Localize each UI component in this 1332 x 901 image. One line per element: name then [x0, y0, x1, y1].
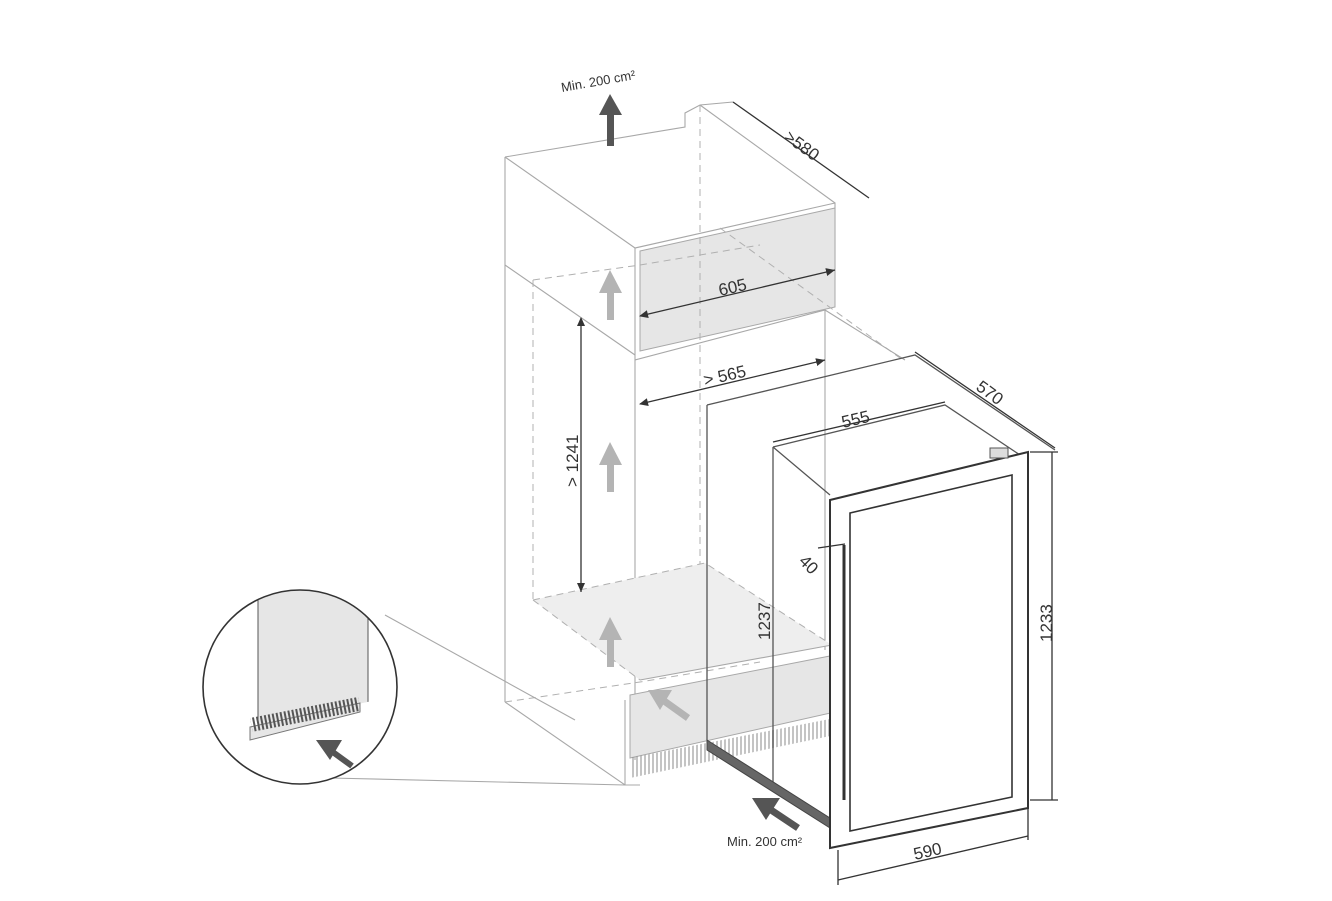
intake-arrow-plinth	[648, 690, 691, 721]
depth-niche-label: >580	[781, 127, 823, 165]
height-niche-label: > 1241	[563, 435, 582, 487]
zoom-grill	[250, 697, 361, 732]
up-arrow-2	[599, 442, 622, 492]
dimension-lines	[577, 101, 1058, 885]
detail-zoom	[202, 589, 626, 786]
up-arrow-3	[599, 617, 622, 667]
plinth-grill	[630, 718, 835, 778]
door-gap-label: 40	[795, 551, 822, 578]
door-glass	[849, 473, 1013, 832]
up-arrow-1	[599, 270, 622, 320]
wine-cooler	[706, 354, 1056, 850]
width-niche-label: > 565	[702, 362, 748, 390]
height-total-label: 1233	[1037, 604, 1056, 642]
top-exhaust-arrow	[599, 94, 622, 146]
intake-arrow-bottom	[752, 798, 800, 831]
height-body-label: 1237	[755, 602, 774, 640]
top-vent-label: Min. 200 cm²	[560, 67, 637, 95]
niche-floor	[533, 563, 832, 680]
width-body-label: 555	[840, 407, 872, 432]
airflow-arrows	[599, 94, 800, 831]
depth-appliance-label: 570	[973, 377, 1007, 409]
bottom-vent-label: Min. 200 cm²	[727, 834, 803, 849]
width-door-label: 590	[912, 839, 944, 864]
